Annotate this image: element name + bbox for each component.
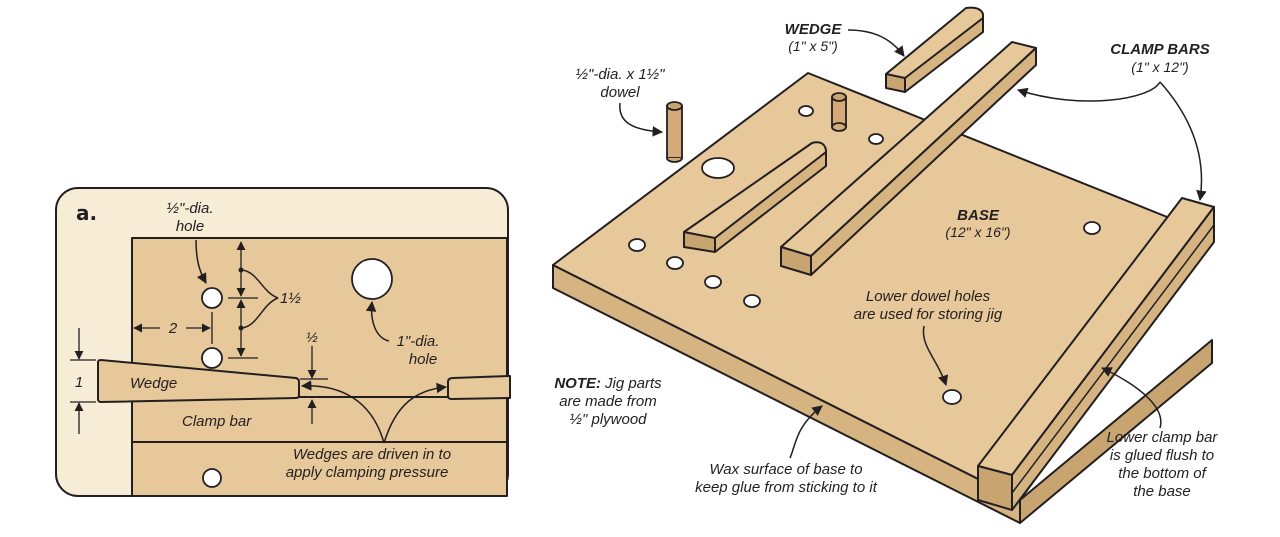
dowel-label-line1: ½"-dia. x 1½": [575, 66, 665, 83]
note-line3: ½" plywood: [569, 411, 647, 428]
note-line1: NOTE:Jig parts: [554, 375, 662, 392]
lower-bar-label-line2: is glued flush to: [1110, 447, 1214, 464]
spacing-dimension: [228, 241, 279, 359]
jig-main-view: WEDGE (1" x 5") ½"-dia. x 1½" dowel CLAM…: [552, 6, 1219, 524]
wedge-width-dimension: [70, 328, 96, 434]
small-hole-label-line2: hole: [176, 218, 204, 235]
base-hole: [704, 275, 722, 289]
wax-label-line1: Wax surface of base to: [709, 461, 862, 478]
wax-leader: [789, 405, 823, 459]
lower-bar-label-line1: Lower clamp bar: [1107, 429, 1219, 446]
loose-wedge-top: [885, 6, 984, 85]
detail-wedge-right: [447, 375, 511, 400]
base-hole: [628, 238, 646, 252]
clamp-bars-size: (1" x 12"): [1131, 59, 1188, 75]
detail-large-hole: [351, 258, 393, 300]
lower-holes-label-line2: are used for storing jig: [854, 306, 1003, 323]
large-hole-label-line2: hole: [409, 351, 437, 368]
standing-dowel: [831, 92, 847, 132]
wedge-title: WEDGE: [785, 21, 843, 38]
dowel-leader: [619, 102, 664, 137]
drive-leader-right: [383, 382, 448, 444]
drive-note-line2: apply clamping pressure: [286, 464, 449, 481]
note-title: NOTE:: [554, 375, 601, 392]
small-hole-label-line1: ½"-dia.: [166, 200, 213, 217]
base-hole: [868, 133, 884, 145]
detail-small-hole-bottom: [202, 468, 222, 488]
base-side-edge: [1019, 339, 1213, 524]
loose-wedge-end: [885, 73, 906, 93]
base-hole: [666, 256, 684, 270]
loose-dowel: [666, 101, 683, 163]
base-hole: [798, 105, 814, 117]
loose-wedge-side: [904, 17, 984, 93]
lower-holes-leader: [922, 325, 949, 386]
wedge-gap-dimension: [300, 346, 328, 424]
base-title: BASE: [957, 207, 1000, 224]
lower-bar-label-line4: the base: [1133, 483, 1191, 500]
lower-bar-leader: [1101, 367, 1162, 429]
lower-bar-label-line3: the bottom of: [1118, 465, 1207, 482]
offset-dimension: [133, 312, 213, 344]
base-hole: [1083, 221, 1101, 235]
small-hole-leader: [195, 239, 207, 284]
clamp-bar-label: Clamp bar: [182, 413, 252, 430]
detail-small-hole-lower: [201, 347, 223, 369]
lower-storage-hole: [942, 389, 962, 405]
wedge-gap-label: ½: [306, 329, 318, 345]
lower-holes-label-line1: Lower dowel holes: [866, 288, 991, 305]
large-hole-leader: [365, 300, 390, 342]
dowel-label-line2: dowel: [600, 84, 640, 101]
clamp-bars-leader-upper: [1017, 81, 1161, 102]
detail-wedge-left: [97, 359, 300, 403]
detail-panel: a. ½"-dia. hole 1½ 2 ½: [55, 187, 511, 497]
base-size: (12" x 16"): [945, 224, 1010, 240]
base-hole: [743, 294, 761, 308]
clamp-bars-title: CLAMP BARS: [1110, 41, 1209, 58]
base-large-hole: [701, 157, 735, 179]
wax-label-line2: keep glue from sticking to it: [695, 479, 878, 496]
wedge-label: Wedge: [130, 375, 177, 392]
detail-small-hole-upper: [201, 287, 223, 309]
offset-dim-label: 2: [168, 320, 178, 337]
clamp-bar-side: [810, 47, 1037, 276]
drive-note-line1: Wedges are driven in to: [293, 446, 451, 463]
wedge-leader: [847, 29, 905, 57]
note-line2: are made from: [559, 393, 657, 410]
wedge-width-label: 1: [75, 374, 83, 391]
drive-leader-left: [300, 380, 385, 444]
spacing-dim-label: 1½: [280, 290, 301, 307]
base-wedge-side: [714, 151, 827, 253]
detail-badge: a.: [76, 201, 97, 225]
note-line1-text: Jig parts: [604, 375, 662, 392]
clamp-bars-leader-lower: [1159, 81, 1207, 202]
large-hole-label-line1: 1"-dia.: [397, 333, 440, 350]
wedge-size: (1" x 5"): [788, 38, 838, 54]
